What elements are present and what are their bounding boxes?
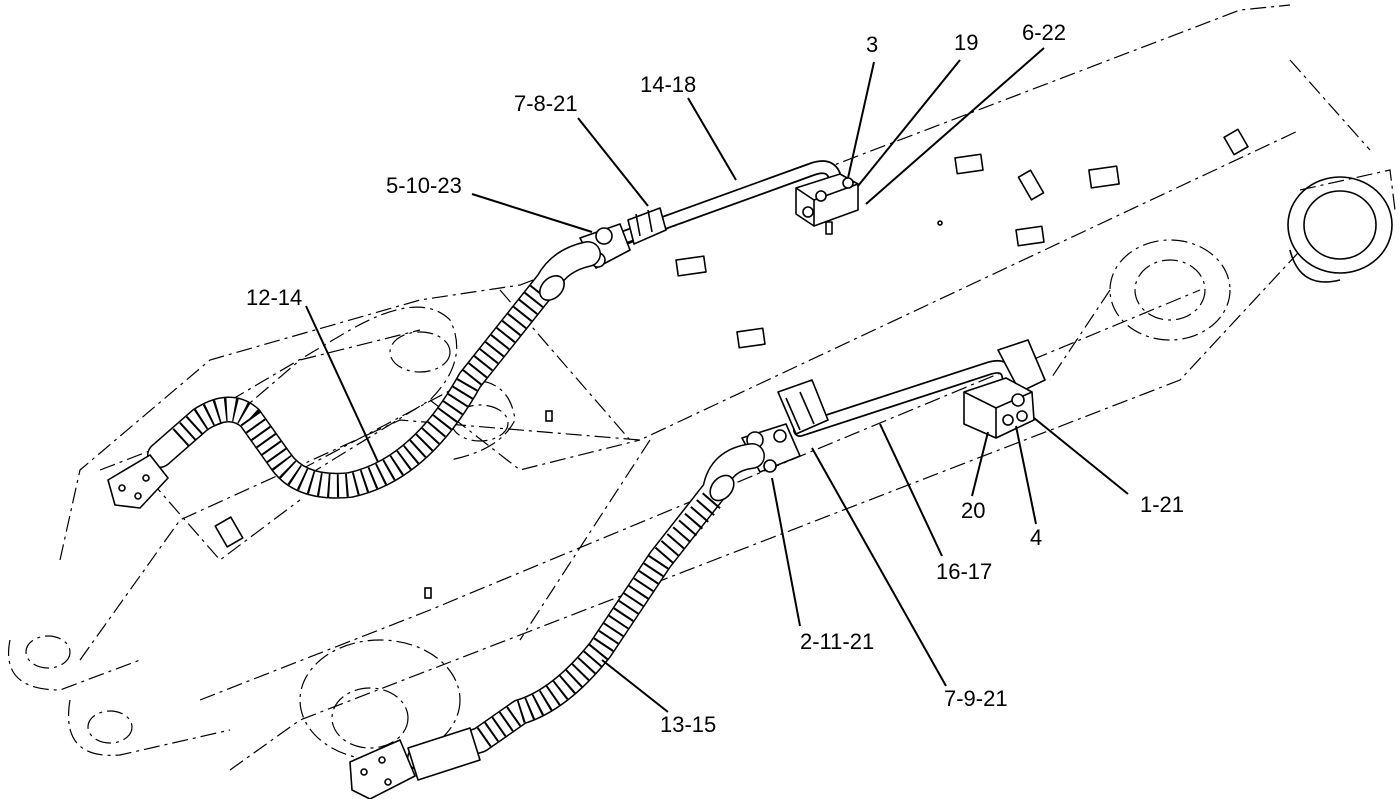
upper-flex-hose — [107, 241, 601, 509]
callout-6-22: 6-22 — [1022, 20, 1066, 45]
callout-16-17: 16-17 — [936, 559, 992, 584]
leader-lines — [305, 47, 1129, 713]
callout-2-11-21: 2-11-21 — [800, 629, 874, 654]
callout-3: 3 — [866, 32, 878, 57]
callout-20: 20 — [961, 498, 985, 523]
lower-flange-block — [963, 339, 1046, 439]
lower-flex-hose — [349, 443, 765, 799]
callout-12-14: 12-14 — [246, 285, 302, 310]
callout-5-10-23: 5-10-23 — [386, 173, 462, 198]
boom-arm — [8, 4, 1396, 771]
callout-19: 19 — [954, 30, 978, 55]
callout-4: 4 — [1030, 525, 1042, 550]
callout-1-21: 1-21 — [1140, 492, 1184, 517]
callout-7-8-21: 7-8-21 — [514, 91, 578, 116]
callout-13-15: 13-15 — [660, 712, 716, 737]
callout-14-18: 14-18 — [640, 72, 696, 97]
upper-flange-block — [795, 173, 859, 235]
lower-clamp — [741, 379, 829, 473]
callout-7-9-21: 7-9-21 — [944, 686, 1008, 711]
